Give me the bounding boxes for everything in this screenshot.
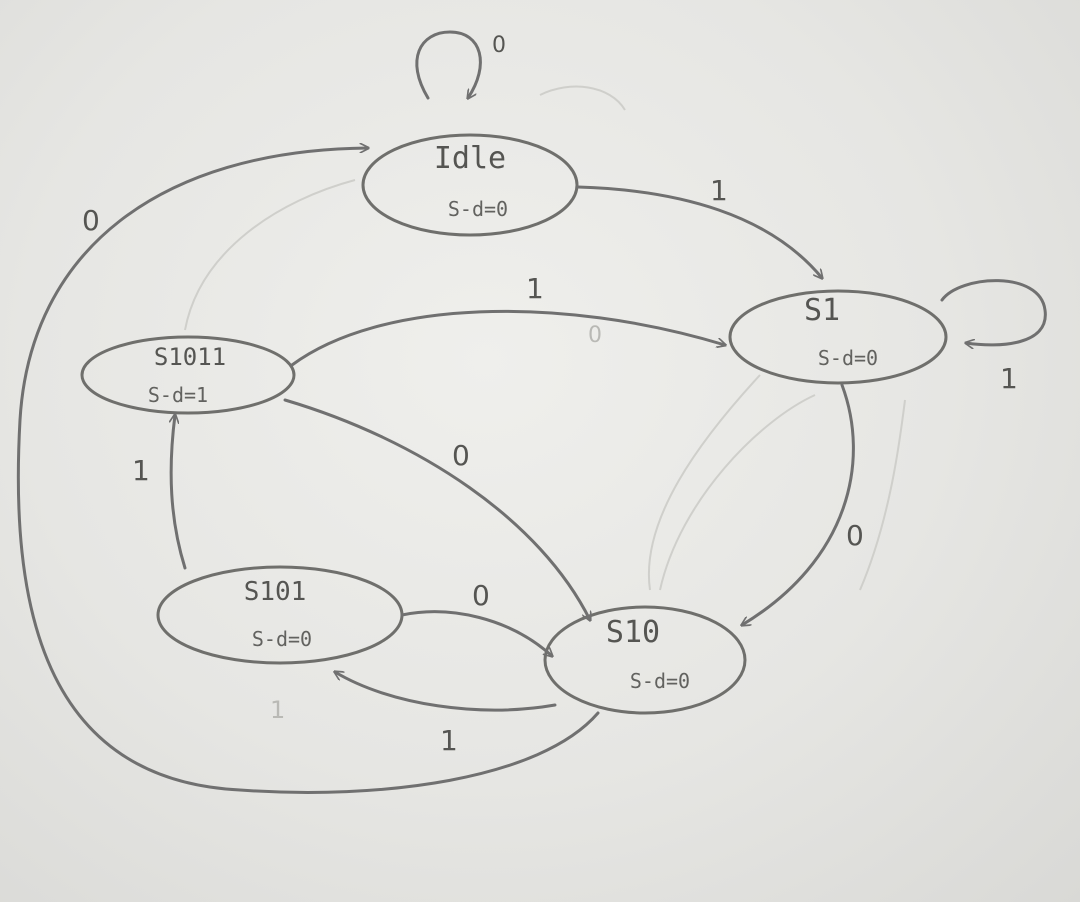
edge-idle-s1-label: 1 (710, 174, 728, 207)
state-idle: Idle S-d=0 (361, 133, 579, 237)
edge-s1011-s10-label: 0 (452, 439, 470, 472)
transitions: 0 1 1 0 1 0 1 1 0 0 (16, 30, 1047, 794)
edge-s101-s10-label: 0 (472, 579, 490, 612)
edge-s1011-s1 (290, 309, 725, 367)
state-s1011-shape (80, 335, 296, 415)
edge-s101-s10 (400, 610, 552, 656)
edge-s101-s1011-label: 1 (132, 454, 150, 487)
stray-mark-one: 1 (270, 696, 285, 724)
state-s101-output: S-d=0 (252, 627, 312, 651)
edge-s1011-s1-label: 1 (526, 272, 544, 305)
stray-mark-zero: 0 (588, 323, 602, 348)
edge-s10-idle (16, 148, 600, 794)
edge-s10-idle-label: 0 (82, 204, 100, 237)
erased-marks (184, 85, 906, 591)
state-s101: S101 S-d=0 (156, 565, 404, 665)
edge-s1-s10-label: 0 (846, 519, 864, 552)
edge-idle-idle-label: 0 (492, 33, 506, 58)
state-s1011-output: S-d=1 (148, 383, 208, 407)
edge-idle-idle (415, 30, 482, 98)
state-s1: S1 S-d=0 (728, 289, 948, 385)
state-s101-name: S101 (244, 577, 307, 607)
state-s10-shape (543, 605, 747, 715)
state-s1011-name: S1011 (154, 343, 226, 371)
edge-s101-s1011 (171, 415, 187, 570)
edge-s1-s1 (940, 279, 1047, 345)
state-idle-shape (361, 133, 579, 237)
state-idle-output: S-d=0 (448, 197, 508, 221)
edge-s1011-s10 (283, 398, 590, 620)
state-s1011: S1011 S-d=1 (80, 335, 296, 415)
state-s1-shape (728, 289, 948, 385)
state-s1-output: S-d=0 (818, 346, 878, 370)
edge-s10-s101-label: 1 (440, 724, 458, 757)
edge-s1-s10 (742, 383, 855, 625)
state-s10-name: S10 (606, 615, 660, 650)
edge-idle-s1 (576, 185, 822, 278)
state-s10-output: S-d=0 (630, 669, 690, 693)
state-idle-name: Idle (434, 141, 506, 176)
state-s1-name: S1 (804, 293, 840, 328)
edge-s1-s1-label: 1 (1000, 362, 1018, 395)
state-s10: S10 S-d=0 (543, 605, 747, 715)
edge-s10-s101 (335, 672, 557, 712)
